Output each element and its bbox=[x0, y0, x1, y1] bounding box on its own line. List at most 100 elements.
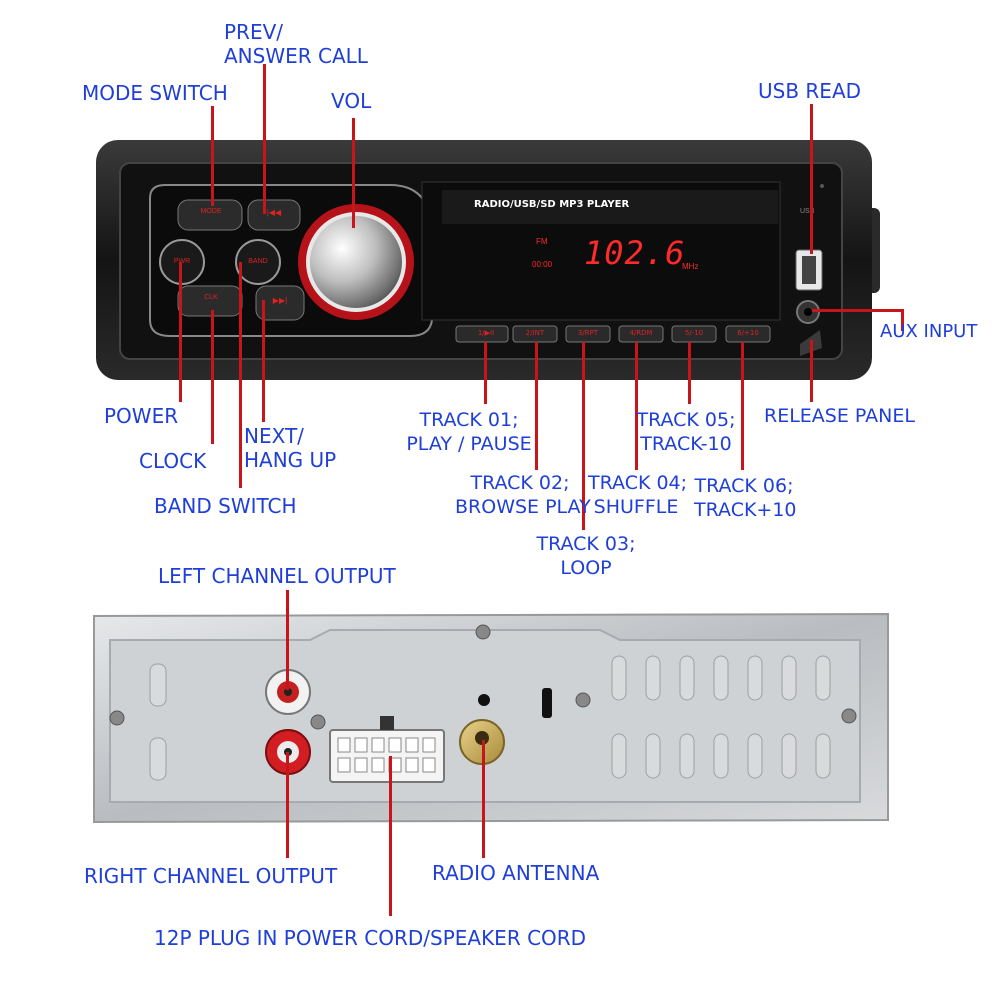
preset-button-6[interactable] bbox=[725, 325, 771, 343]
leader-track04 bbox=[635, 342, 638, 470]
leader-right-channel bbox=[286, 752, 289, 858]
rca-left-pin bbox=[284, 688, 292, 696]
screw-left bbox=[109, 710, 125, 726]
next-button[interactable] bbox=[255, 285, 305, 321]
volume-knob[interactable] bbox=[310, 216, 402, 308]
label-track03-line2: LOOP bbox=[560, 557, 612, 579]
label-right-channel: RIGHT CHANNEL OUTPUT bbox=[84, 864, 338, 888]
vent-slot-16 bbox=[815, 733, 831, 779]
aux-jack-hole bbox=[804, 308, 812, 316]
prev-button[interactable] bbox=[247, 199, 301, 231]
vent-slot-1 bbox=[149, 663, 167, 707]
leader-track01 bbox=[484, 342, 487, 404]
leader-antenna bbox=[482, 740, 485, 858]
preset-button-label-5: 5/-10 bbox=[684, 329, 704, 337]
label-plug: 12P PLUG IN POWER CORD/SPEAKER CORD bbox=[154, 926, 587, 950]
vent-slot-3 bbox=[611, 655, 627, 701]
vent-slot-8 bbox=[679, 733, 695, 779]
label-track04-line1: TRACK 04; bbox=[588, 472, 688, 494]
preset-button-label-1: 1/▶II bbox=[477, 329, 495, 337]
label-vol: VOL bbox=[331, 89, 372, 113]
label-track01-line1: TRACK 01; bbox=[419, 409, 519, 431]
leader-mode bbox=[211, 106, 214, 206]
mode-button[interactable] bbox=[177, 199, 243, 231]
leader-aux-v bbox=[901, 309, 904, 331]
12p-latch bbox=[380, 716, 394, 730]
antenna-hole bbox=[475, 731, 489, 745]
preset-button-5[interactable] bbox=[671, 325, 717, 343]
vent-slot-15 bbox=[815, 655, 831, 701]
preset-button-1[interactable] bbox=[455, 325, 509, 343]
mode-button-label: MODE bbox=[200, 208, 222, 215]
label-next-hang: NEXT/ HANG UP bbox=[244, 424, 336, 472]
vent-slot-13 bbox=[781, 655, 797, 701]
label-usb-read: USB READ bbox=[758, 79, 862, 103]
connector-pin-4 bbox=[388, 737, 402, 753]
label-left-channel: LEFT CHANNEL OUTPUT bbox=[158, 564, 396, 588]
label-track06-line2: TRACK+10 bbox=[694, 499, 797, 521]
clock-button-label: CLK bbox=[204, 294, 218, 301]
leader-usb bbox=[810, 104, 813, 254]
power-button[interactable] bbox=[159, 239, 205, 285]
vent-slot-4 bbox=[611, 733, 627, 779]
rear-hole bbox=[478, 694, 490, 706]
screw-top bbox=[475, 624, 491, 640]
mic-dot bbox=[820, 184, 824, 188]
band-button[interactable] bbox=[235, 239, 281, 285]
rear-panel bbox=[93, 612, 889, 824]
preset-button-label-4: 4/RDM bbox=[629, 329, 653, 337]
screw-right-inner bbox=[575, 692, 591, 708]
leader-track02 bbox=[535, 342, 538, 470]
connector-pin-6 bbox=[422, 737, 436, 753]
vent-slot-11 bbox=[747, 655, 763, 701]
label-prev-answer: PREV/ ANSWER CALL bbox=[224, 20, 368, 68]
label-track01: TRACK 01; PLAY / PAUSE bbox=[404, 408, 534, 456]
label-prev-line1: PREV/ bbox=[224, 20, 284, 44]
vent-slot-14 bbox=[781, 733, 797, 779]
vent-slot-6 bbox=[645, 733, 661, 779]
leader-prev bbox=[263, 64, 266, 214]
rear-plate bbox=[109, 629, 861, 803]
next-button-label: ▶▶| bbox=[272, 296, 288, 305]
label-prev-line2: ANSWER CALL bbox=[224, 44, 368, 68]
connector-pin-7 bbox=[337, 757, 351, 773]
label-clock: CLOCK bbox=[139, 449, 207, 473]
label-track02: TRACK 02; BROWSE PLAY bbox=[455, 471, 591, 519]
vent-slot-12 bbox=[747, 733, 763, 779]
connector-pin-5 bbox=[405, 737, 419, 753]
leader-aux-h bbox=[812, 309, 904, 312]
vent-slot-2 bbox=[149, 737, 167, 781]
front-panel bbox=[96, 140, 880, 380]
label-track04: TRACK 04; SHUFFLE bbox=[588, 471, 688, 519]
leader-track03 bbox=[582, 342, 585, 530]
label-track06: TRACK 06; TRACK+10 bbox=[694, 474, 797, 522]
label-next-line2: HANG UP bbox=[244, 448, 337, 472]
label-track06-line1: TRACK 06; bbox=[694, 475, 794, 497]
vent-slot-9 bbox=[713, 655, 729, 701]
leader-power bbox=[179, 262, 182, 402]
connector-pins bbox=[337, 737, 436, 773]
label-track02-line2: BROWSE PLAY bbox=[455, 496, 591, 518]
connector-pin-12 bbox=[422, 757, 436, 773]
leader-next bbox=[262, 300, 265, 422]
clock-button[interactable] bbox=[177, 285, 243, 317]
preset-button-3[interactable] bbox=[565, 325, 611, 343]
connector-pin-9 bbox=[371, 757, 385, 773]
label-radio-antenna: RADIO ANTENNA bbox=[432, 861, 600, 885]
usb-port-label: USB bbox=[800, 208, 815, 215]
label-track03: TRACK 03; LOOP bbox=[534, 532, 638, 580]
preset-button-label-3: 3/RPT bbox=[577, 329, 599, 337]
label-track05: TRACK 05; TRACK-10 bbox=[636, 408, 736, 456]
label-track01-line2: PLAY / PAUSE bbox=[406, 433, 532, 455]
leader-band bbox=[239, 262, 242, 488]
leader-plug bbox=[389, 756, 392, 916]
preset-button-4[interactable] bbox=[618, 325, 664, 343]
usb-slot bbox=[802, 256, 816, 284]
label-track02-line1: TRACK 02; bbox=[470, 472, 570, 494]
leader-clock bbox=[211, 310, 214, 444]
label-track05-line1: TRACK 05; bbox=[636, 409, 736, 431]
label-band-switch: BAND SWITCH bbox=[154, 494, 297, 518]
connector-pin-11 bbox=[405, 757, 419, 773]
label-next-line1: NEXT/ bbox=[244, 424, 304, 448]
